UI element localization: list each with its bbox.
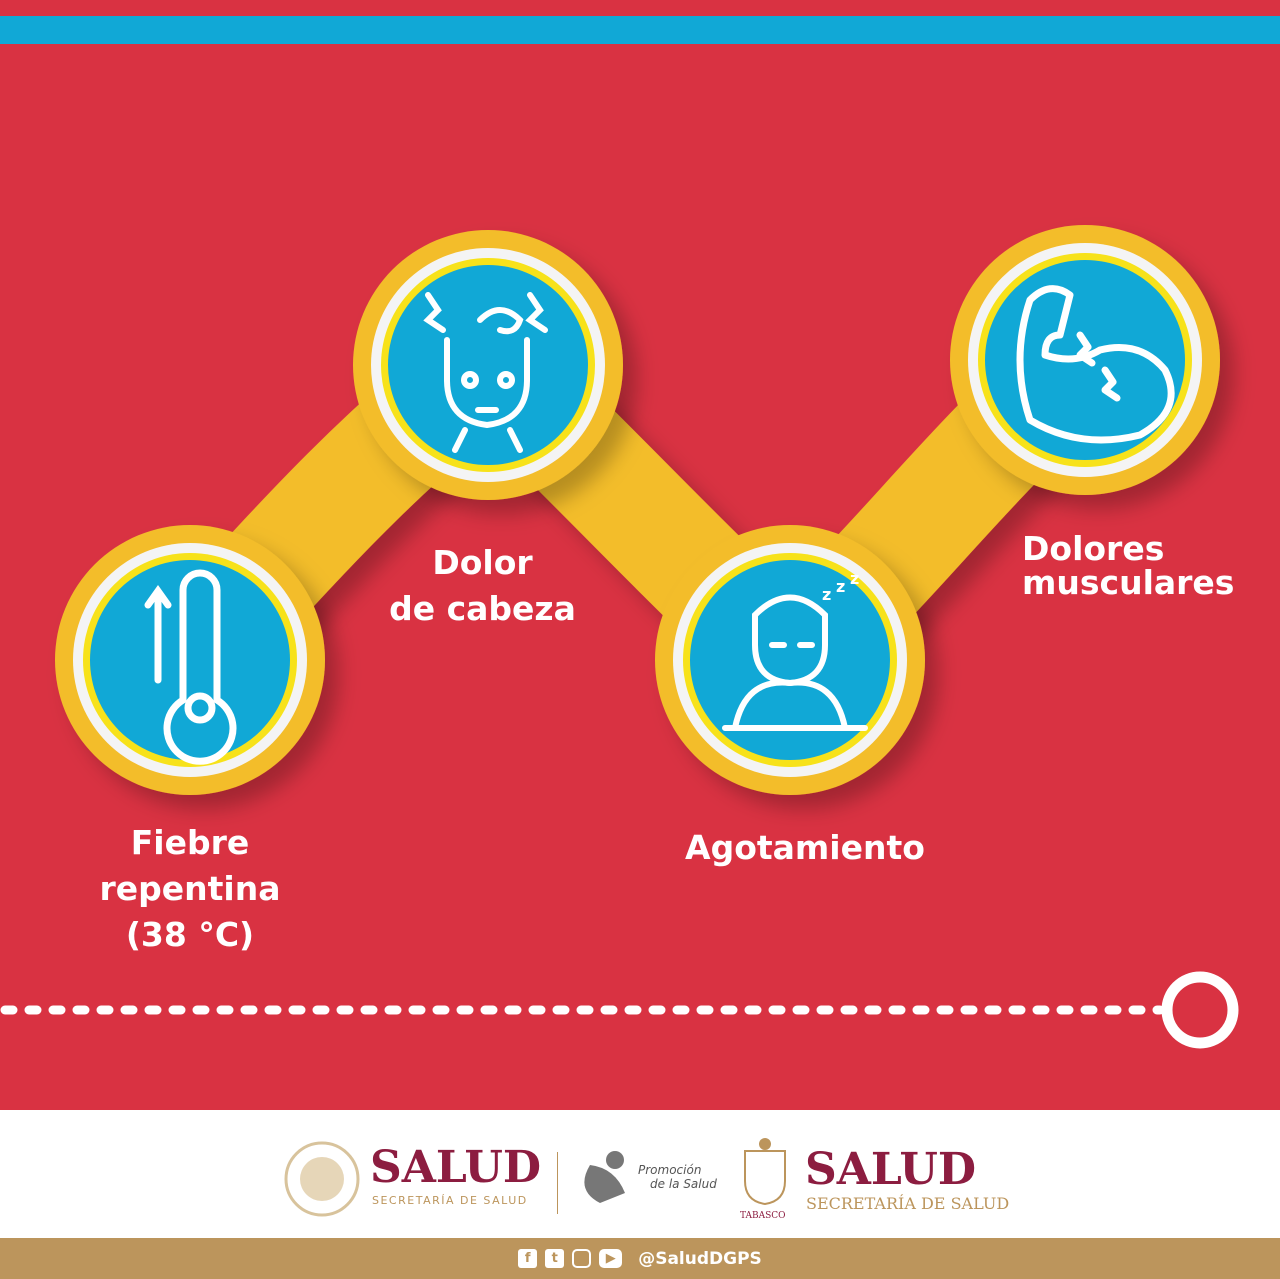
node-muscle bbox=[950, 225, 1220, 495]
tabasco-shield-icon bbox=[744, 1138, 786, 1206]
state-name: TABASCO bbox=[740, 1211, 786, 1221]
node-headache bbox=[353, 230, 623, 500]
muscle-pain-icon bbox=[1016, 285, 1175, 444]
top-band bbox=[0, 16, 1280, 44]
twitter-icon[interactable]: t bbox=[545, 1249, 565, 1268]
label-line: de cabeza bbox=[389, 589, 576, 628]
promocion-logo-icon bbox=[584, 1151, 625, 1203]
headache-icon bbox=[423, 292, 548, 453]
instagram-icon[interactable] bbox=[572, 1249, 592, 1268]
svg-text:z: z bbox=[836, 577, 845, 596]
label-line: musculares bbox=[1022, 563, 1235, 602]
divider bbox=[557, 1152, 558, 1214]
label-line: Dolor bbox=[432, 543, 533, 582]
logo1-title: SALUD bbox=[370, 1142, 541, 1193]
svg-text:z: z bbox=[822, 585, 831, 604]
svg-text:z: z bbox=[850, 569, 859, 588]
mexico-seal-icon bbox=[284, 1141, 360, 1217]
label-line: repentina bbox=[99, 869, 281, 908]
connector-path bbox=[149, 291, 1122, 735]
node-fever bbox=[55, 525, 325, 795]
promo-line2: de la Salud bbox=[650, 1177, 717, 1191]
label-line: Dolores bbox=[1022, 529, 1165, 568]
timeline-dots bbox=[0, 971, 1239, 1049]
logo1-subtitle: SECRETARÍA DE SALUD bbox=[372, 1194, 528, 1207]
logo2-title: SALUD bbox=[805, 1144, 976, 1195]
label-fatigue: Agotamiento bbox=[650, 825, 960, 871]
promo-line1: Promoción bbox=[638, 1163, 702, 1177]
logo2-subtitle: SECRETARÍA DE SALUD bbox=[806, 1194, 1010, 1213]
label-headache: Dolor de cabeza bbox=[360, 540, 605, 632]
thermometer-icon bbox=[144, 569, 237, 765]
social-handle[interactable]: @SaludDGPS bbox=[638, 1248, 762, 1269]
footer-logos: SALUD SECRETARÍA DE SALUD Promoción de l… bbox=[0, 1110, 1280, 1238]
facebook-icon[interactable]: f bbox=[518, 1249, 538, 1268]
youtube-icon[interactable]: ▶ bbox=[599, 1249, 623, 1268]
label-fever: Fiebre repentina (38 °C) bbox=[60, 820, 320, 958]
social-bar: f t ▶ @SaludDGPS bbox=[0, 1238, 1280, 1279]
label-line: Fiebre bbox=[130, 823, 250, 862]
label-line: Agotamiento bbox=[685, 828, 925, 867]
timeline-end-circle bbox=[1161, 971, 1239, 1049]
label-line: (38 °C) bbox=[125, 915, 255, 954]
